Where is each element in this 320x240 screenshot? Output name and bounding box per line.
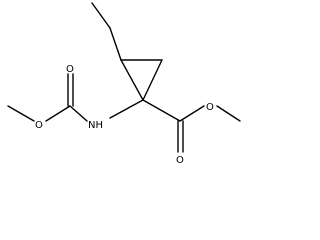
molecule-diagram: NH O O O O [7,2,241,166]
bond-nh-carbamate-carbon [69,105,88,122]
bond-ring-c1-c2 [120,59,144,101]
bond-ethyl-ch3-ch2 [91,2,111,29]
atom-label-nh: NH [88,120,103,131]
atom-label-ester-oxygen: O [206,102,214,113]
structure-canvas: NH O O O O [7,2,241,166]
bond-carbamate-c-o [45,105,71,122]
atom-label-carbamate-ester-oxygen: O [35,120,43,131]
bond-ester-o-methyl [216,105,241,122]
bond-ester-c-o [179,105,205,122]
bond-ring-ester-carbon [142,99,181,122]
bond-ring-nh [109,99,144,119]
bond-carbamate-o-methyl [7,105,35,122]
atom-label-carbamate-carbonyl-oxygen: O [66,64,74,75]
bond-ethyl-ch2-ring [109,27,122,61]
atom-label-ester-carbonyl-oxygen: O [176,155,184,166]
bond-ring-c3-c1 [142,59,163,101]
